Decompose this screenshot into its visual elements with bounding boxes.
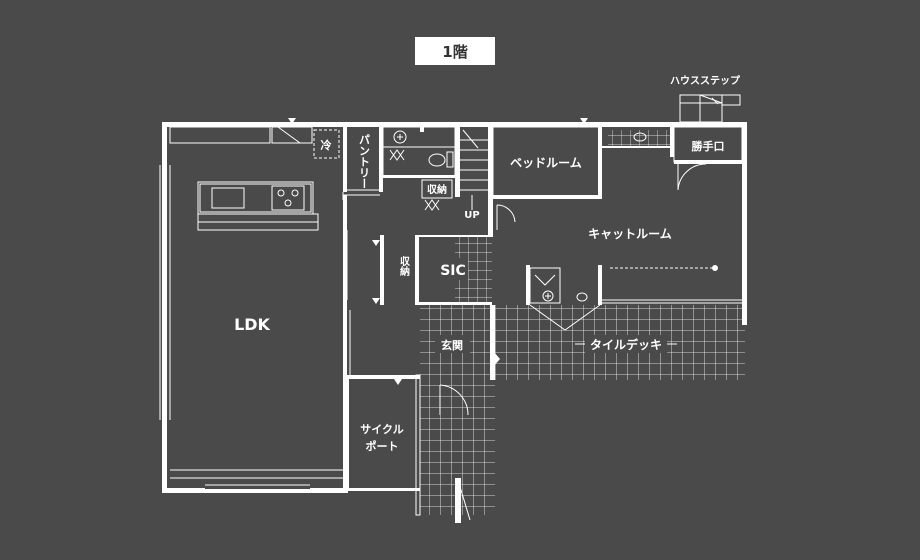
house-step [679,94,741,123]
entrance-label: 玄関 [441,338,463,352]
wall-right [742,122,747,307]
floor-title-bg [415,37,495,65]
floor-title-box: 1階 [415,37,495,65]
fridge-label: 冷 [321,138,332,152]
ldk-windows [159,165,345,489]
wall-top [162,122,747,127]
kitchen-back-counter [169,118,313,144]
wall-ldk-right [343,195,347,490]
cycle-port-label-line1: サイクル [360,423,403,436]
cycle-port [345,374,471,523]
tile-deck-label: タイルデッキ [590,337,662,352]
deck-step [529,304,601,331]
wall-left [162,122,167,492]
sic-label: SIC [440,263,466,279]
kitchen-island [197,181,319,231]
stair-up-label: UP [464,210,479,221]
sic-storage-label: 収納 [398,256,410,277]
cat-room-label: キャットルーム [588,227,672,241]
entrance-label-bg [435,335,470,353]
wc-storage-box [421,179,453,199]
fridge-outline [313,129,340,159]
bedroom-label: ベッドルーム [510,156,582,170]
sic-label-bg [438,258,468,280]
cycle-port-label-line2: ポート [366,439,399,453]
sic-room [372,235,492,305]
staircase [455,127,493,237]
entrance-arrow [494,352,500,366]
bedroom [492,118,602,230]
deck-label-bg [585,335,667,353]
washbasin [602,127,674,157]
exterior-walls [162,122,747,493]
wall-bottom-cycle [345,488,420,491]
service-door-room [673,126,743,191]
wall-bottom-ldk [162,488,348,493]
service-door-label: 勝手口 [692,139,725,153]
floor-title: 1階 [442,43,467,61]
cat-room [526,265,742,305]
entrance-right-wall [490,305,495,380]
pantry-label: パントリー [358,134,371,189]
wc-storage-label: 収納 [427,183,447,196]
toilet-area [382,126,456,178]
ldk-label: LDK [234,315,270,334]
house-step-label: ハウスステップ [670,74,741,87]
washbasin-tiles [608,130,670,146]
tiled-areas [420,130,745,515]
